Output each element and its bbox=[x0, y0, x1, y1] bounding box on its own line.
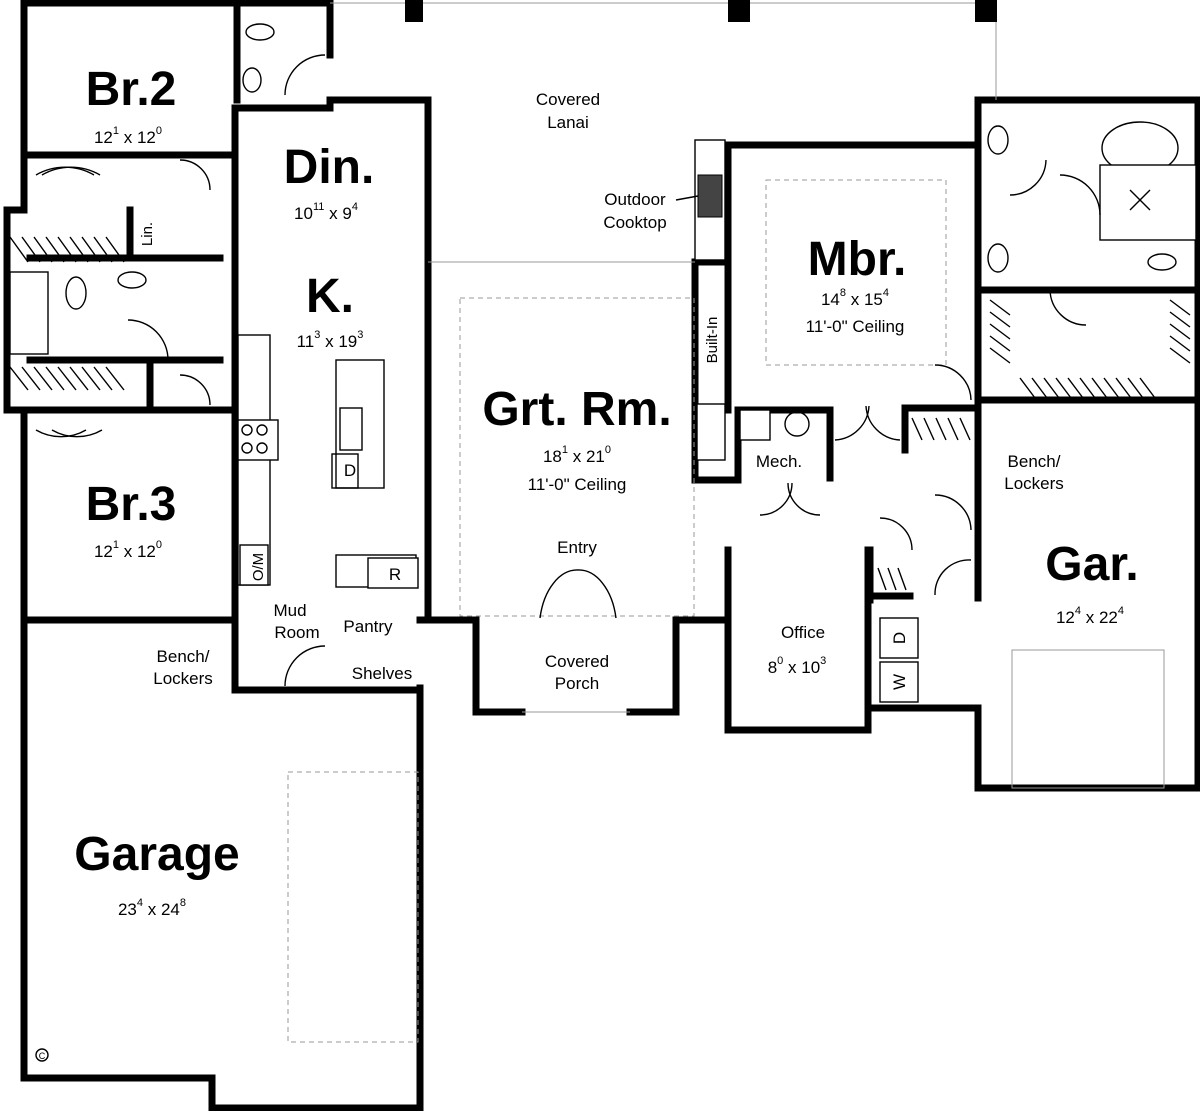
lanai-outline bbox=[330, 0, 997, 713]
label-pantry: Pantry bbox=[343, 617, 393, 636]
room-name-office: Office bbox=[781, 623, 825, 642]
room-dim-gar: 124 x 224 bbox=[1056, 605, 1124, 627]
room-dim-br2: 121 x 120 bbox=[94, 125, 162, 147]
label-om: O/M bbox=[250, 553, 267, 581]
room-dim-garage: 234 x 248 bbox=[118, 897, 186, 919]
label-mech: Mech. bbox=[756, 452, 802, 471]
room-name-br2: Br.2 bbox=[86, 63, 177, 116]
room-name-din: Din. bbox=[284, 141, 375, 194]
ceiling-mbr: 11'-0" Ceiling bbox=[806, 317, 905, 336]
label-mud-2: Room bbox=[274, 623, 319, 642]
copyright-mark bbox=[35, 1048, 49, 1062]
dashed-lines bbox=[287, 179, 1165, 1043]
room-dim-din: 1011 x 94 bbox=[294, 201, 358, 223]
label-bench-left-1: Bench/ bbox=[157, 647, 210, 666]
laundry-appliances bbox=[879, 617, 919, 703]
room-name-grt: Grt. Rm. bbox=[482, 383, 671, 436]
room-dim-kitchen: 113 x 193 bbox=[297, 329, 364, 351]
label-lin: Lin. bbox=[139, 222, 156, 246]
room-name-garage: Garage bbox=[74, 828, 239, 881]
closet-rods bbox=[9, 236, 1191, 591]
room-dim-mbr: 148 x 154 bbox=[821, 287, 889, 309]
exterior-walls bbox=[3, 0, 1200, 1111]
room-dim-grt: 181 x 210 bbox=[543, 444, 611, 466]
label-copyright: C bbox=[39, 1051, 46, 1061]
label-porch-2: Porch bbox=[555, 674, 599, 693]
label-cooktop-1: Outdoor bbox=[604, 190, 666, 209]
ceiling-grt: 11'-0" Ceiling bbox=[528, 475, 627, 494]
room-name-gar: Gar. bbox=[1045, 538, 1138, 591]
label-bench-left-2: Lockers bbox=[153, 669, 213, 688]
door-swings bbox=[35, 54, 1101, 687]
kitchen-fixtures bbox=[237, 334, 419, 589]
label-lanai-1: Covered bbox=[536, 90, 600, 109]
room-dim-office: 80 x 103 bbox=[768, 655, 827, 677]
room-name-kitchen: K. bbox=[306, 270, 354, 323]
bath-fixtures bbox=[9, 23, 1197, 461]
label-porch-1: Covered bbox=[545, 652, 609, 671]
label-bench-right-2: Lockers bbox=[1004, 474, 1064, 493]
room-name-br3: Br.3 bbox=[86, 478, 177, 531]
room-dim-br3: 121 x 120 bbox=[94, 539, 162, 561]
label-dryer: D bbox=[890, 632, 909, 644]
label-mud-1: Mud bbox=[273, 601, 306, 620]
label-shelves: Shelves bbox=[352, 664, 412, 683]
label-washer: W bbox=[890, 674, 909, 690]
room-name-mbr: Mbr. bbox=[808, 233, 907, 286]
label-builtin: Built-In bbox=[704, 317, 721, 364]
label-cooktop-2: Cooktop bbox=[603, 213, 666, 232]
label-refrigerator: R bbox=[389, 565, 401, 584]
room-labels: Br.2 121 x 120 Br.3 121 x 120 Din. 1011 … bbox=[35, 63, 1139, 1062]
label-bench-right-1: Bench/ bbox=[1008, 452, 1061, 471]
label-dishwasher: D bbox=[344, 461, 356, 480]
label-entry: Entry bbox=[557, 538, 597, 557]
label-lanai-2: Lanai bbox=[547, 113, 589, 132]
outdoor-cooktop bbox=[675, 139, 726, 261]
